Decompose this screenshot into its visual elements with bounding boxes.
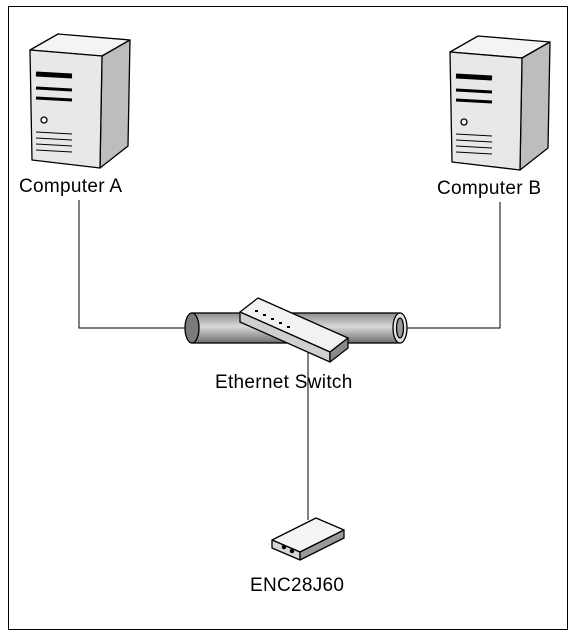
computer-b-label: Computer B (437, 178, 542, 199)
enc28j60-label: ENC28J60 (250, 575, 345, 596)
ethernet-switch-icon (239, 297, 349, 363)
computer-b-icon (449, 35, 551, 171)
computer-a-icon (29, 33, 131, 169)
computer-a-label: Computer A (19, 176, 123, 197)
connections (78, 200, 501, 520)
ethernet-switch-label: Ethernet Switch (215, 372, 353, 393)
network-module-icon (271, 517, 345, 561)
edge-computer-a-switch (78, 200, 190, 329)
edge-computer-b-switch (405, 202, 501, 329)
